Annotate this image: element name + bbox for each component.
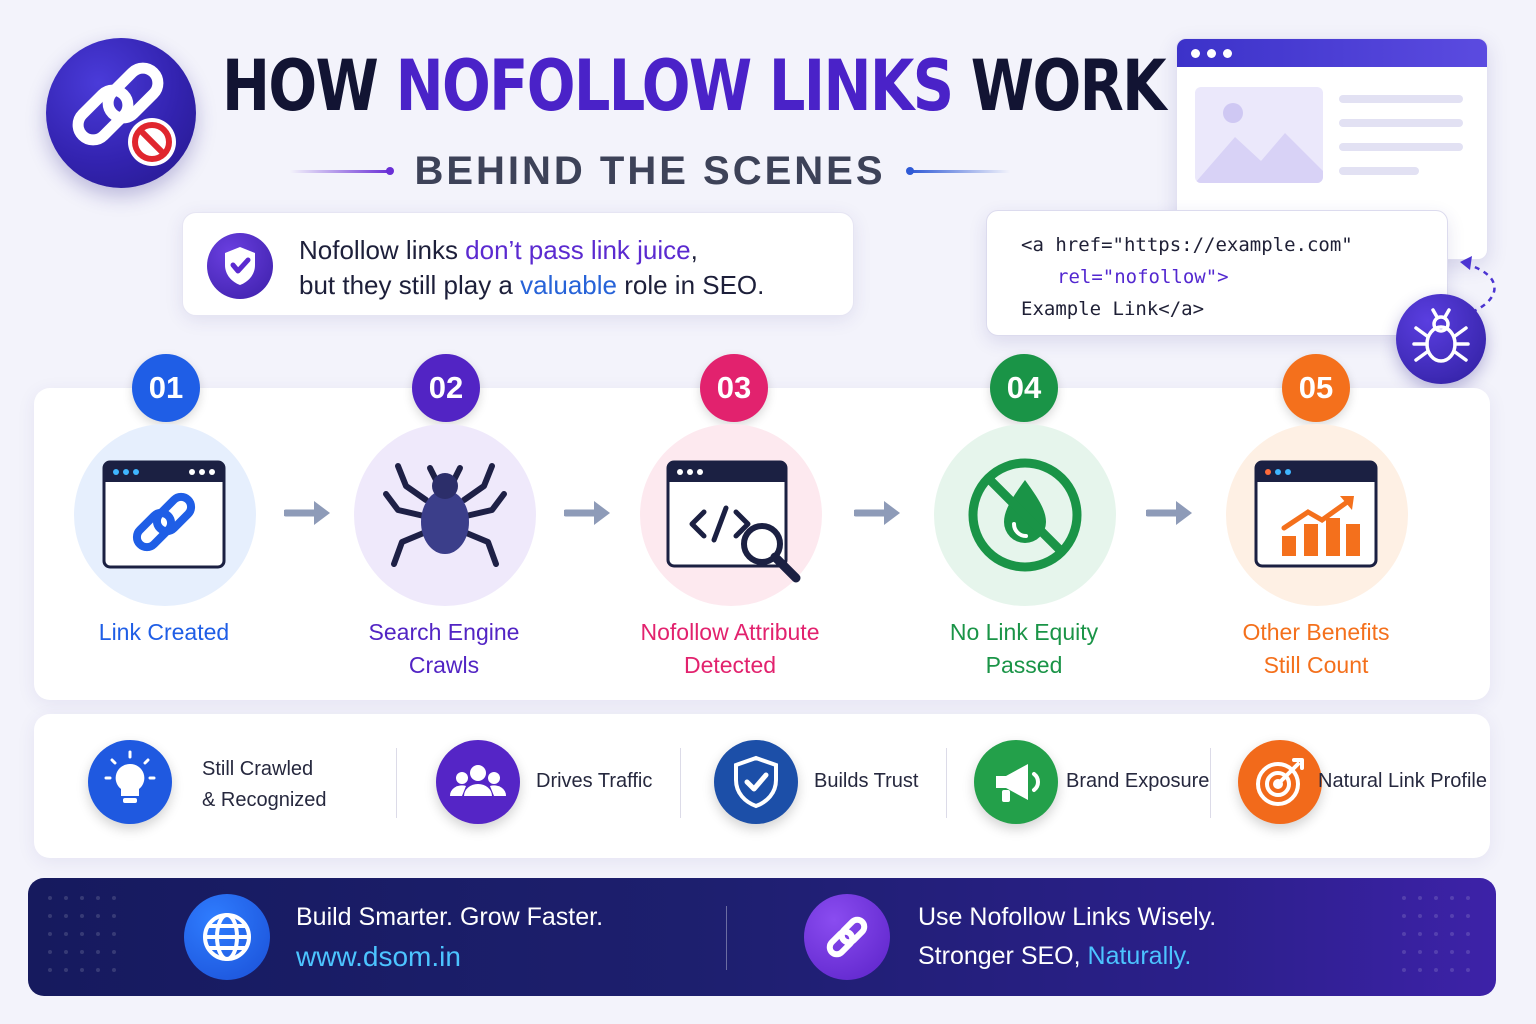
benefit-label-1-line2: & Recognized [202,789,327,811]
code-search-icon [666,460,801,583]
step-label-3-line2: Detected [683,652,777,678]
step-label-1: Link Created [34,616,294,649]
step-label-3: Nofollow Attribute Detected [600,616,860,682]
arrow-right-icon [564,501,610,525]
arrow-right-icon [284,501,330,525]
footer-right-accent: Naturally. [1087,942,1192,970]
users-icon [436,740,520,824]
step-number-2: 02 [412,354,480,422]
dot-pattern-left [48,896,116,972]
step-number-3: 03 [700,354,768,422]
benefit-divider [946,748,947,818]
arrow-right-icon [1146,501,1192,525]
globe-icon [184,894,270,980]
benefit-label-4: Brand Exposure [1066,770,1210,792]
step-label-5-line1: Other Benefits [1242,619,1390,645]
title-part-1: HOW [222,45,396,127]
page-subtitle: BEHIND THE SCENES [414,149,886,193]
browser-title-bar [1177,39,1487,67]
broken-link-icon [72,62,176,166]
image-placeholder-icon [1195,87,1323,183]
footer-banner: Build Smarter. Grow Faster. www.dsom.in … [28,878,1496,996]
info-line2-b: role in SEO. [616,270,765,300]
benefit-label-3: Builds Trust [814,770,919,792]
info-line1-a: Nofollow links [299,235,466,265]
code-line-2: rel="nofollow"> [1057,266,1229,288]
spider-icon [1412,308,1470,363]
info-line1-b: , [690,235,698,265]
logo-badge [46,38,196,188]
code-snippet-card: <a href="https://example.com" rel="nofoll… [986,210,1448,336]
text-line [1339,95,1463,103]
benefit-divider [680,748,681,818]
footer-left-text: Build Smarter. Grow Faster. www.dsom.in [296,898,603,976]
browser-link-icon [102,460,226,569]
step-label-2-line1: Search Engine [368,619,520,645]
step-circle-1 [74,424,256,606]
footer-url-link[interactable]: www.dsom.in [296,941,461,972]
step-label-4-line2: Passed [985,652,1063,678]
title-part-2: WORK [952,45,1167,127]
subtitle-dot-left [386,167,394,175]
no-droplet-icon [968,458,1082,572]
step-circle-4 [934,424,1116,606]
megaphone-icon [974,740,1058,824]
spider-badge [1396,294,1486,384]
step-circle-2 [354,424,536,606]
title-accent: NOFOLLOW LINKS [395,45,955,127]
info-text: Nofollow links don’t pass link juice, bu… [299,233,839,303]
step-label-2-line2: Crawls [408,652,480,678]
dot-pattern-right [1402,896,1470,972]
target-icon [1238,740,1322,824]
info-line1-accent: don’t pass link juice [465,235,691,265]
benefit-label-2: Drives Traffic [536,770,653,792]
step-label-4: No Link Equity Passed [894,616,1154,682]
step-label-5-line2: Still Count [1263,652,1369,678]
text-line [1339,143,1463,151]
lightbulb-icon [88,740,172,824]
benefit-divider [396,748,397,818]
step-number-5: 05 [1282,354,1350,422]
footer-right-line2: Stronger SEO, [918,942,1088,970]
benefit-label-1: Still Crawled & Recognized [202,754,327,816]
arrow-right-icon [854,501,900,525]
subtitle-row: BEHIND THE SCENES [290,146,1010,196]
benefit-label-1-line1: Still Crawled [202,758,314,780]
info-card: Nofollow links don’t pass link juice, bu… [182,212,854,316]
step-number-1: 01 [132,354,200,422]
subtitle-line-left [290,170,390,173]
shield-check-icon [714,740,798,824]
footer-right-text: Use Nofollow Links Wisely. Stronger SEO,… [918,898,1216,976]
code-line-1: <a href="https://example.com" [1021,234,1353,256]
footer-divider [726,906,727,970]
shield-icon [207,233,273,299]
link-icon [804,894,890,980]
spider-icon [383,463,507,567]
text-line [1339,119,1463,127]
step-label-2: Search Engine Crawls [314,616,574,682]
text-line [1339,167,1419,175]
growth-chart-icon [1254,460,1378,568]
subtitle-line-right [910,170,1010,173]
dashed-arrow-icon [1460,256,1496,314]
info-line2-a: but they still play a [299,270,521,300]
page-title: HOW NOFOLLOW LINKS WORK [222,36,1167,136]
step-label-1-line1: Link Created [98,619,230,645]
benefit-label-5: Natural Link Profile [1318,770,1487,792]
step-label-3-line1: Nofollow Attribute [640,619,820,645]
footer-tagline: Build Smarter. Grow Faster. [296,903,604,931]
step-circle-5 [1226,424,1408,606]
step-circle-3 [640,424,822,606]
code-line-3: Example Link</a> [1021,298,1205,320]
step-label-4-line1: No Link Equity [949,619,1099,645]
info-line2-accent: valuable [520,270,617,300]
benefit-divider [1210,748,1211,818]
footer-right-line1: Use Nofollow Links Wisely. [918,903,1217,931]
step-label-5: Other Benefits Still Count [1186,616,1446,682]
step-number-4: 04 [990,354,1058,422]
code-snippet: <a href="https://example.com" rel="nofoll… [1021,229,1353,325]
